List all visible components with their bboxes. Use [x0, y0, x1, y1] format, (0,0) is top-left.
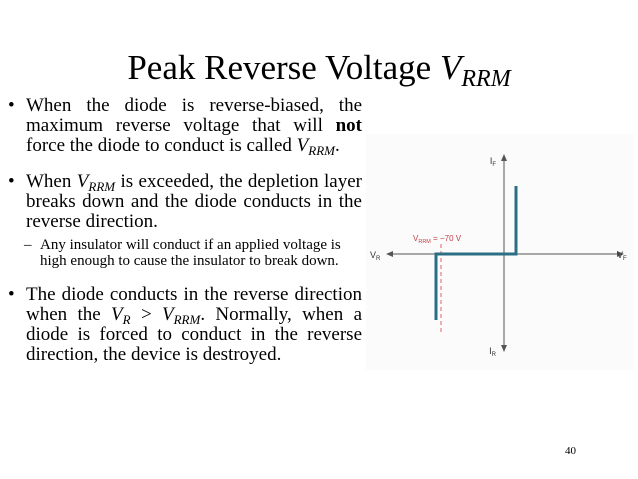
ir-arrow-icon — [501, 345, 507, 352]
title-subscript: RRM — [461, 66, 511, 92]
vr-label: VR — [370, 250, 381, 262]
bullet-2: • When VRRM is exceeded, the depletion l… — [6, 172, 362, 232]
bullet-1-period: . — [334, 135, 340, 156]
ir-label: IR — [489, 346, 497, 358]
bullet-3-subscript-2: RRM — [173, 312, 201, 327]
bullet-2-variable: V — [76, 171, 89, 192]
iv-curve — [434, 186, 518, 320]
bullet-1-subscript: RRM — [308, 143, 335, 158]
page-number: 40 — [565, 445, 576, 457]
bullet-3-text: The diode conducts in the reverse direct… — [26, 284, 362, 325]
vf-arrow-icon — [617, 251, 624, 257]
title-text: Peak Reverse Voltage — [127, 48, 440, 87]
bullet-2-text-2: is exceeded, the depletion layer breaks … — [26, 171, 362, 232]
bullet-1: • When the diode is reverse-biased, the … — [6, 95, 362, 158]
bullet-3-variable-2: V — [162, 304, 174, 325]
bullet-marker: • — [8, 171, 15, 192]
bullet-3-variable-1: V — [111, 304, 123, 325]
subitem-text: Any insulator will conduct if an applied… — [40, 237, 341, 269]
title-variable: V — [439, 48, 462, 87]
bullet-3-subscript-1: R — [122, 312, 131, 327]
bullet-1-text: When the diode is reverse-biased, the ma… — [26, 95, 362, 136]
bullet-marker: • — [8, 284, 15, 305]
bullet-marker: • — [8, 95, 15, 116]
vf-label: VF — [617, 250, 627, 262]
bullet-list: • When the diode is reverse-biased, the … — [6, 96, 362, 365]
diagram-background — [366, 134, 634, 370]
bullet-3-text-2: . Normally, when a diode is forced to co… — [26, 304, 363, 365]
slide-title: Peak Reverse Voltage VRRM — [0, 46, 638, 92]
bullet-1-variable: V — [296, 135, 309, 156]
vr-arrow-icon — [386, 251, 393, 257]
bullet-2-subitem: – Any insulator will conduct if an appli… — [6, 237, 362, 269]
if-arrow-icon — [501, 154, 507, 161]
bullet-2-subscript: RRM — [88, 179, 116, 194]
if-label: IF — [490, 156, 497, 168]
bullet-3-operator: > — [130, 304, 162, 325]
vrrm-annotation: VRRM = −70 V — [413, 234, 462, 245]
bullet-1-emphasis: not — [335, 115, 362, 136]
subitem-marker: – — [24, 237, 32, 253]
diode-iv-characteristic-diagram: IF IR VR VF VRRM = −70 V — [366, 134, 634, 370]
bullet-1-text-2: force the diode to conduct is called — [26, 135, 297, 156]
bullet-2-text: When — [26, 171, 77, 192]
bullet-3: • The diode conducts in the reverse dire… — [6, 285, 362, 365]
